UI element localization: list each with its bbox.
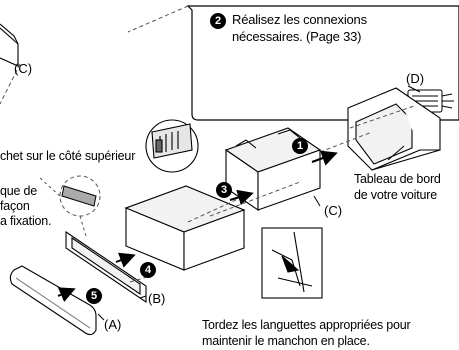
note-left-line-2: façon (0, 199, 30, 213)
part-label-a: (A) (104, 317, 122, 332)
part-label-b: (B) (148, 291, 166, 306)
tab-detail (39, 175, 101, 237)
latch-detail (145, 119, 199, 173)
note-dashboard-line-1: Tableau de bord (354, 172, 441, 186)
part-label-d: (D) (406, 71, 425, 86)
note-bottom-line-1: Tordez les languettes appropriées pour (202, 318, 411, 332)
note-dashboard-line-2: de votre voiture (354, 188, 437, 202)
sleeve-c-topleft (0, 23, 19, 67)
note-crochet: chet sur le côté supérieur (0, 149, 136, 163)
part-label-c-topleft: (C) (14, 61, 33, 76)
dashboard-panel (347, 87, 441, 171)
callout-line-1: Réalisez les connexions (232, 12, 367, 27)
assembly-arrows (57, 150, 338, 303)
note-left-line-1: que de (0, 184, 38, 198)
part-label-c: (C) (324, 203, 343, 218)
step-2-badge: 2 (210, 13, 226, 29)
note-left-line-3: a fixation. (0, 214, 52, 228)
callout-leader (127, 5, 189, 33)
step-3-badge: 3 (216, 182, 232, 198)
step-4-badge: 4 (140, 262, 156, 278)
receiver-unit (124, 185, 246, 271)
step-5-badge: 5 (86, 288, 102, 304)
trim-plate-b (65, 230, 147, 304)
callout-line-2: nécessaires. (Page 33) (232, 29, 362, 44)
bend-tab-detail (261, 227, 323, 299)
faceplate-a (9, 265, 97, 336)
step-1-badge: 1 (292, 138, 308, 154)
note-bottom-line-2: maintenir le manchon en place. (202, 334, 370, 348)
